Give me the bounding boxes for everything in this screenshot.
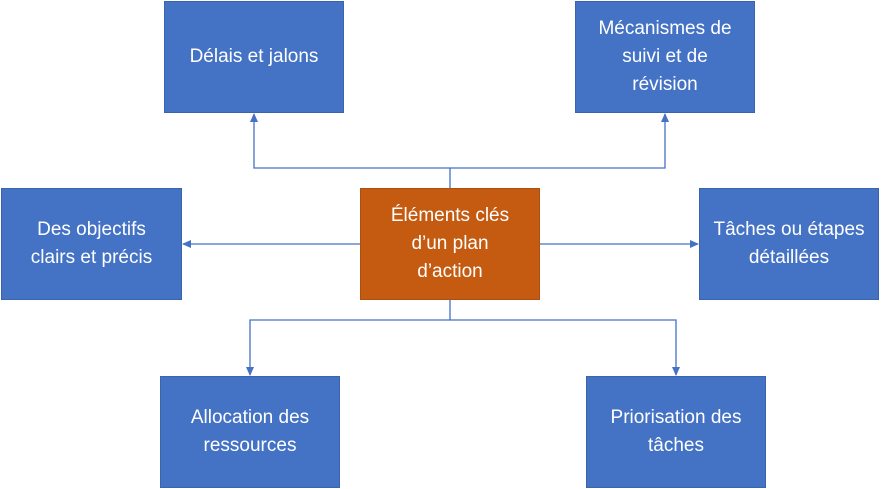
node-delais-et-jalons: Délais et jalons (164, 1, 344, 113)
connector-to-priorisation (450, 319, 680, 376)
connector-to-allocation (246, 300, 451, 376)
connector-to-mecanismes (450, 113, 669, 169)
node-elements-cles-center: Éléments clés d’un plan d’action (360, 188, 540, 300)
connector-to-delais (250, 113, 451, 188)
node-taches-ou-etapes: Tâches ou étapes détaillées (699, 188, 879, 300)
node-allocation-des-ressources: Allocation des ressources (160, 376, 340, 488)
node-objectifs-clairs: Des objectifs clairs et précis (1, 188, 182, 300)
node-priorisation-des-taches: Priorisation des tâches (586, 376, 766, 488)
node-mecanismes-de-suivi: Mécanismes de suivi et de révision (575, 1, 755, 113)
